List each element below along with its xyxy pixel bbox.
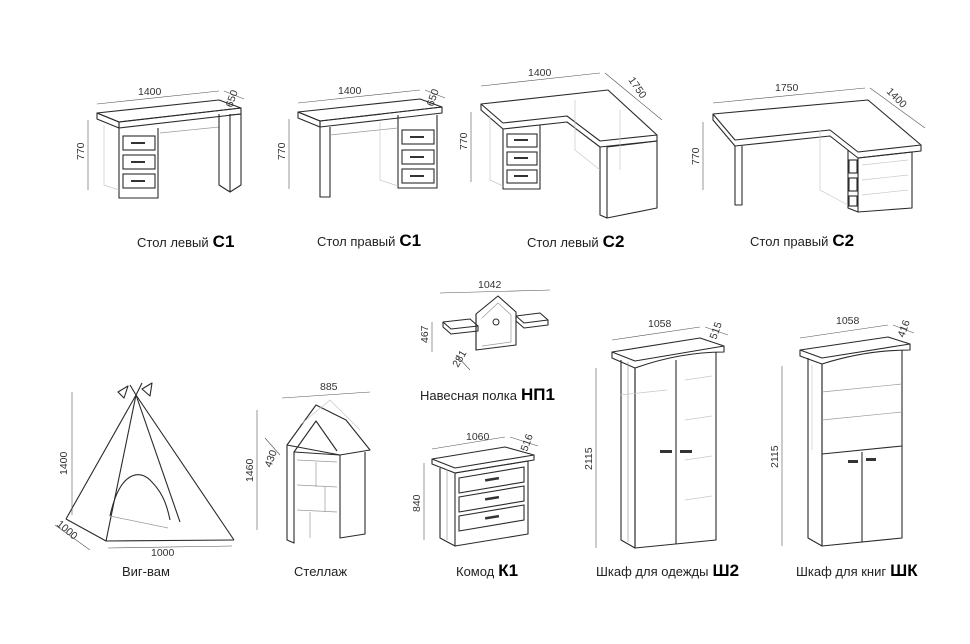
wall-shelf-np1-width: 1042 [478,279,502,291]
wigwam-depth: 1000 [54,518,80,542]
bookcase-shk-depth: 416 [896,318,913,339]
dresser-k1-height: 840 [411,494,423,512]
wall-shelf-np1-height: 467 [419,325,431,343]
desk-left-c1-depth: 650 [224,88,241,109]
desk-right-c1-height: 770 [276,142,288,160]
rack-width: 885 [320,381,338,393]
desk-left-c1-width: 1400 [138,86,162,98]
wigwam-width: 1000 [151,547,175,559]
dresser-k1-depth: 516 [519,432,536,453]
wigwam-caption: Виг-вам [122,564,170,579]
wardrobe-sh2-depth: 515 [708,320,725,341]
wardrobe-sh2-height: 2115 [583,447,595,470]
wigwam-height: 1400 [58,451,70,475]
desk-right-c2-width: 1750 [775,82,799,94]
rack: 885 430 1460 Стеллаж [244,381,371,579]
rack-height: 1460 [244,458,256,482]
desk-left-c1-height: 770 [75,142,87,160]
desk-right-c1-depth: 650 [425,87,442,108]
bookcase-shk-height: 2115 [769,445,781,468]
dresser-k1-width: 1060 [466,431,490,443]
desk-right-c2-height: 770 [690,147,702,165]
wardrobe-sh2-width: 1058 [648,318,672,330]
bookcase-shk-width: 1058 [836,315,860,327]
rack-depth: 430 [263,448,280,469]
desk-left-c2-depth: 1750 [626,75,649,101]
desk-left-c2-height: 770 [458,132,470,150]
rack-caption: Стеллаж [294,564,347,579]
desk-right-c1-width: 1400 [338,85,362,97]
wigwam: 1400 1000 1000 Виг-вам [54,382,235,579]
desk-left-c2-width: 1400 [528,67,552,79]
